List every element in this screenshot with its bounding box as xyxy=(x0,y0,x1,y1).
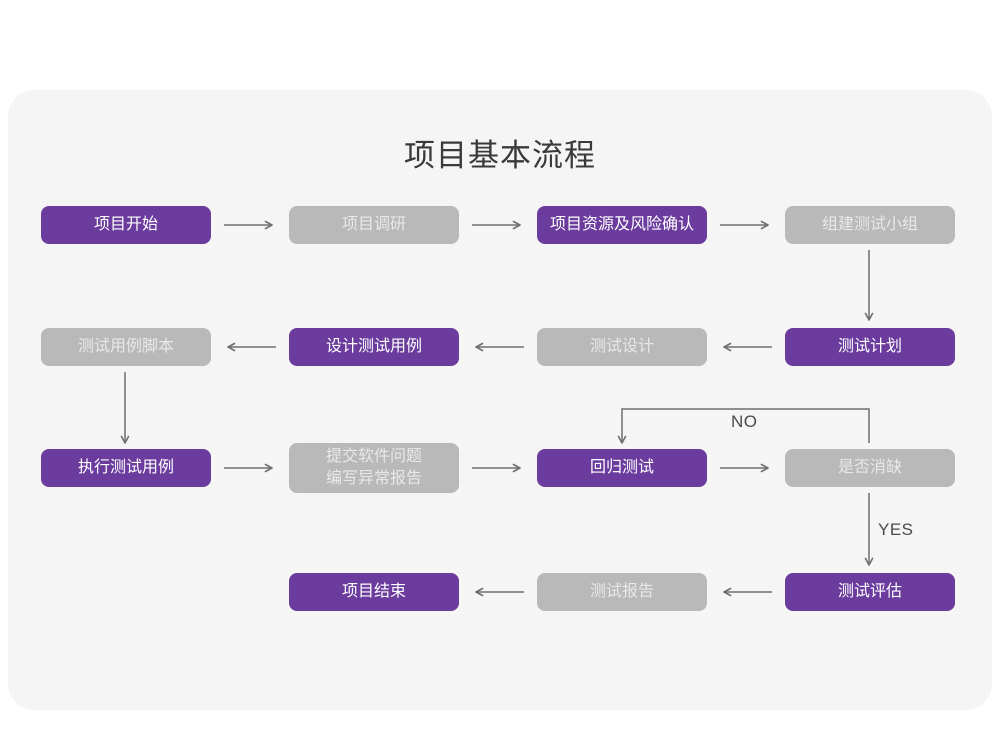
node-submit-issue-report[interactable]: 提交软件问题 编写异常报告 xyxy=(289,443,459,493)
flowchart-card xyxy=(8,90,992,710)
node-test-plan[interactable]: 测试计划 xyxy=(785,328,955,366)
node-project-end[interactable]: 项目结束 xyxy=(289,573,459,611)
edge-label-no: NO xyxy=(731,412,758,431)
node-design-test-case[interactable]: 设计测试用例 xyxy=(289,328,459,366)
node-resource-risk-confirm[interactable]: 项目资源及风险确认 xyxy=(537,206,707,244)
node-execute-test-case[interactable]: 执行测试用例 xyxy=(41,449,211,487)
node-project-start[interactable]: 项目开始 xyxy=(41,206,211,244)
node-project-research[interactable]: 项目调研 xyxy=(289,206,459,244)
node-defect-cleared[interactable]: 是否消缺 xyxy=(785,449,955,487)
node-test-design[interactable]: 测试设计 xyxy=(537,328,707,366)
page-title: 项目基本流程 xyxy=(404,138,596,173)
node-regression-test[interactable]: 回归测试 xyxy=(537,449,707,487)
node-test-report[interactable]: 测试报告 xyxy=(537,573,707,611)
edge-label-yes: YES xyxy=(878,520,914,539)
node-test-evaluation[interactable]: 测试评估 xyxy=(785,573,955,611)
node-test-case-script[interactable]: 测试用例脚本 xyxy=(41,328,211,366)
node-build-test-team[interactable]: 组建测试小组 xyxy=(785,206,955,244)
